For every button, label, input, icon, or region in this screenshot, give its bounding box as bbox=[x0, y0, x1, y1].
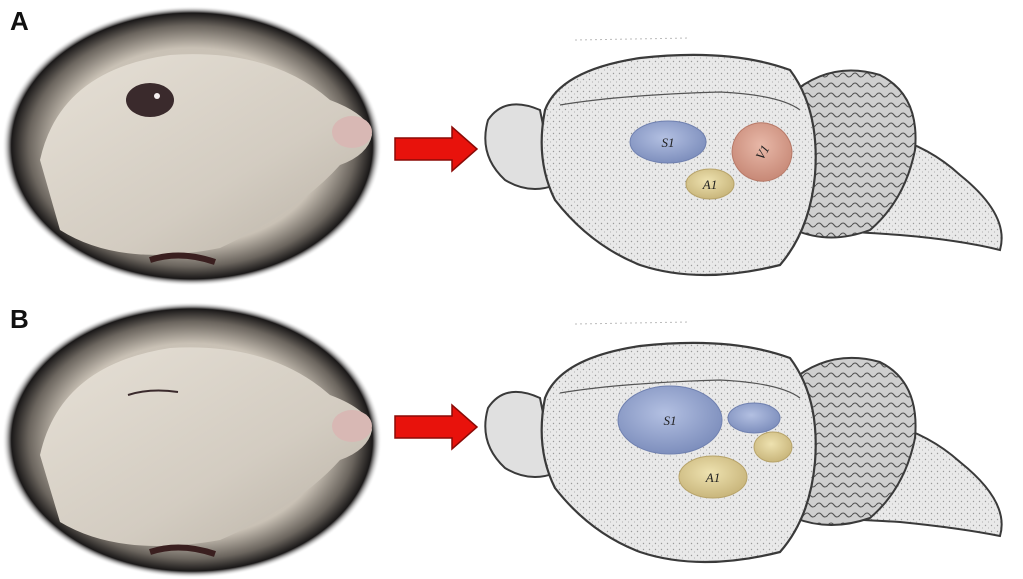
rat-head-photo bbox=[2, 302, 382, 578]
panel-a: A bbox=[0, 0, 1023, 290]
panel-b: B S1 A1 bbox=[0, 290, 1023, 579]
rat-head-photo bbox=[2, 6, 382, 286]
region-s1-label: S1 bbox=[664, 413, 677, 428]
panel-a-figure: S1 V1 A1 bbox=[0, 0, 1023, 290]
right-arrow-icon bbox=[395, 127, 477, 171]
brain-diagram: S1 A1 bbox=[485, 322, 1001, 562]
region-a1-label: A1 bbox=[702, 177, 717, 192]
region-a1-expansion bbox=[754, 432, 792, 462]
right-arrow-icon bbox=[395, 405, 477, 449]
region-a1-label: A1 bbox=[705, 470, 720, 485]
region-s1-label: S1 bbox=[662, 135, 675, 150]
brain-diagram: S1 V1 A1 bbox=[485, 38, 1001, 275]
panel-b-figure: S1 A1 bbox=[0, 290, 1023, 579]
region-s1-expansion bbox=[728, 403, 780, 433]
